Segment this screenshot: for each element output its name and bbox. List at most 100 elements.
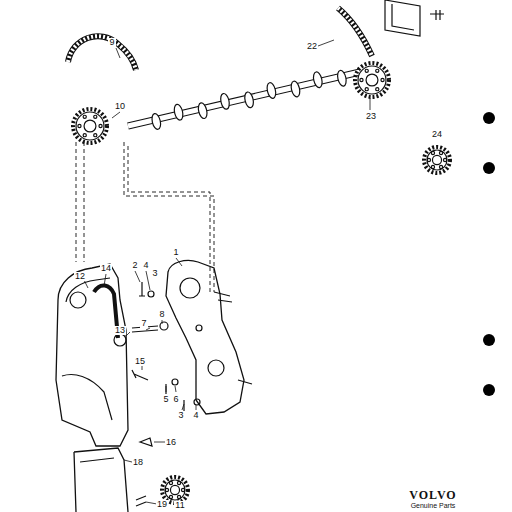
callout-number: 24	[431, 130, 443, 139]
callout-number: 8	[158, 310, 165, 319]
callout-number: 9	[108, 38, 115, 47]
gear-hole	[177, 481, 180, 484]
callout-number: 4	[192, 411, 199, 420]
gear-hub	[432, 155, 441, 164]
gear-hole	[360, 78, 363, 81]
cam-lobe	[151, 113, 162, 130]
bracket	[385, 0, 420, 36]
brand-text: Genuine Parts	[410, 502, 457, 509]
gear-hole	[78, 124, 81, 127]
callout-number: 18	[132, 458, 144, 467]
margin-dot	[483, 162, 495, 174]
leader-line	[84, 40, 370, 504]
belt-teeth	[338, 8, 372, 56]
callout-number: 22	[306, 42, 318, 51]
belt-teeth	[68, 36, 136, 70]
gear-body	[358, 66, 386, 94]
callout-number: 4	[142, 261, 149, 270]
cam-lobe	[243, 91, 254, 108]
gear-hub	[84, 120, 96, 132]
cam-lobe	[266, 82, 277, 99]
gear-hole	[99, 124, 102, 127]
gear-hole	[427, 158, 430, 161]
callout-number: 1	[172, 248, 179, 257]
callout-number: 6	[172, 395, 179, 404]
callout-number: 15	[134, 357, 146, 366]
gear-hole	[431, 151, 434, 154]
callout-number: 3	[177, 411, 184, 420]
cover-detail	[80, 458, 114, 462]
gear-hole	[177, 495, 180, 498]
callout-number: 13	[114, 326, 126, 335]
cover-detail	[62, 278, 112, 420]
timing-cover	[56, 264, 128, 446]
brand-text: VOLVO	[408, 489, 457, 501]
camshaft-fill	[128, 72, 360, 126]
gear-hole	[439, 165, 442, 168]
gear-hole	[169, 481, 172, 484]
cam-lobe	[290, 80, 301, 97]
callout-number: 16	[165, 438, 177, 447]
cam-lobes	[151, 70, 348, 131]
gear-hole	[165, 488, 168, 491]
gear-hole	[83, 134, 86, 137]
cam-lobe	[197, 102, 208, 119]
gear-hole	[376, 88, 379, 91]
cam-lobe	[219, 93, 230, 110]
gear-hole	[439, 151, 442, 154]
margin-dot	[483, 334, 495, 346]
callout-number: 5	[162, 395, 169, 404]
gear-hole	[365, 69, 368, 72]
cam-lobe	[336, 70, 347, 87]
cam-lobe	[173, 103, 184, 120]
gear-teeth	[355, 63, 389, 97]
cam-lobe	[312, 71, 323, 88]
callout-number: 19	[156, 500, 168, 509]
callout-number: 12	[74, 272, 86, 281]
tensioner-roller	[114, 334, 126, 346]
gear-hole	[376, 69, 379, 72]
key	[136, 496, 146, 506]
washer	[160, 322, 168, 330]
callout-number: 2	[131, 261, 138, 270]
margin-dot	[483, 384, 495, 396]
clip	[140, 438, 152, 446]
gear-body	[427, 150, 447, 170]
callout-number: 14	[100, 264, 112, 273]
callout-number: 3	[151, 269, 158, 278]
gears	[73, 63, 450, 503]
gear-hole	[94, 134, 97, 137]
plate-tab	[214, 292, 252, 384]
callout-number: 11	[174, 501, 185, 510]
lower-cover	[74, 448, 128, 512]
gear-hub	[170, 485, 179, 494]
callout-number: 7	[140, 319, 147, 328]
gear-hole	[443, 158, 446, 161]
gear-teeth	[73, 109, 107, 143]
gear-hole	[365, 88, 368, 91]
timing-belt	[338, 8, 372, 56]
clip	[132, 370, 148, 380]
callout-number: 10	[114, 102, 126, 111]
gear-hole	[431, 165, 434, 168]
gear-teeth	[424, 147, 450, 173]
bolt	[430, 10, 444, 20]
gear-body	[76, 112, 104, 140]
gear-body	[165, 480, 185, 500]
alignment-line	[76, 142, 214, 292]
back-plate	[166, 260, 244, 414]
margin-dot	[483, 112, 495, 124]
gear-hub	[366, 74, 378, 86]
timing-belt	[68, 36, 136, 70]
callout-number: 23	[365, 112, 377, 121]
gear-hole	[169, 495, 172, 498]
gear-hole	[381, 78, 384, 81]
camshaft	[128, 72, 360, 126]
gear-hole	[181, 488, 184, 491]
gear-hole	[83, 115, 86, 118]
bolt	[139, 282, 154, 297]
gear-hole	[94, 115, 97, 118]
